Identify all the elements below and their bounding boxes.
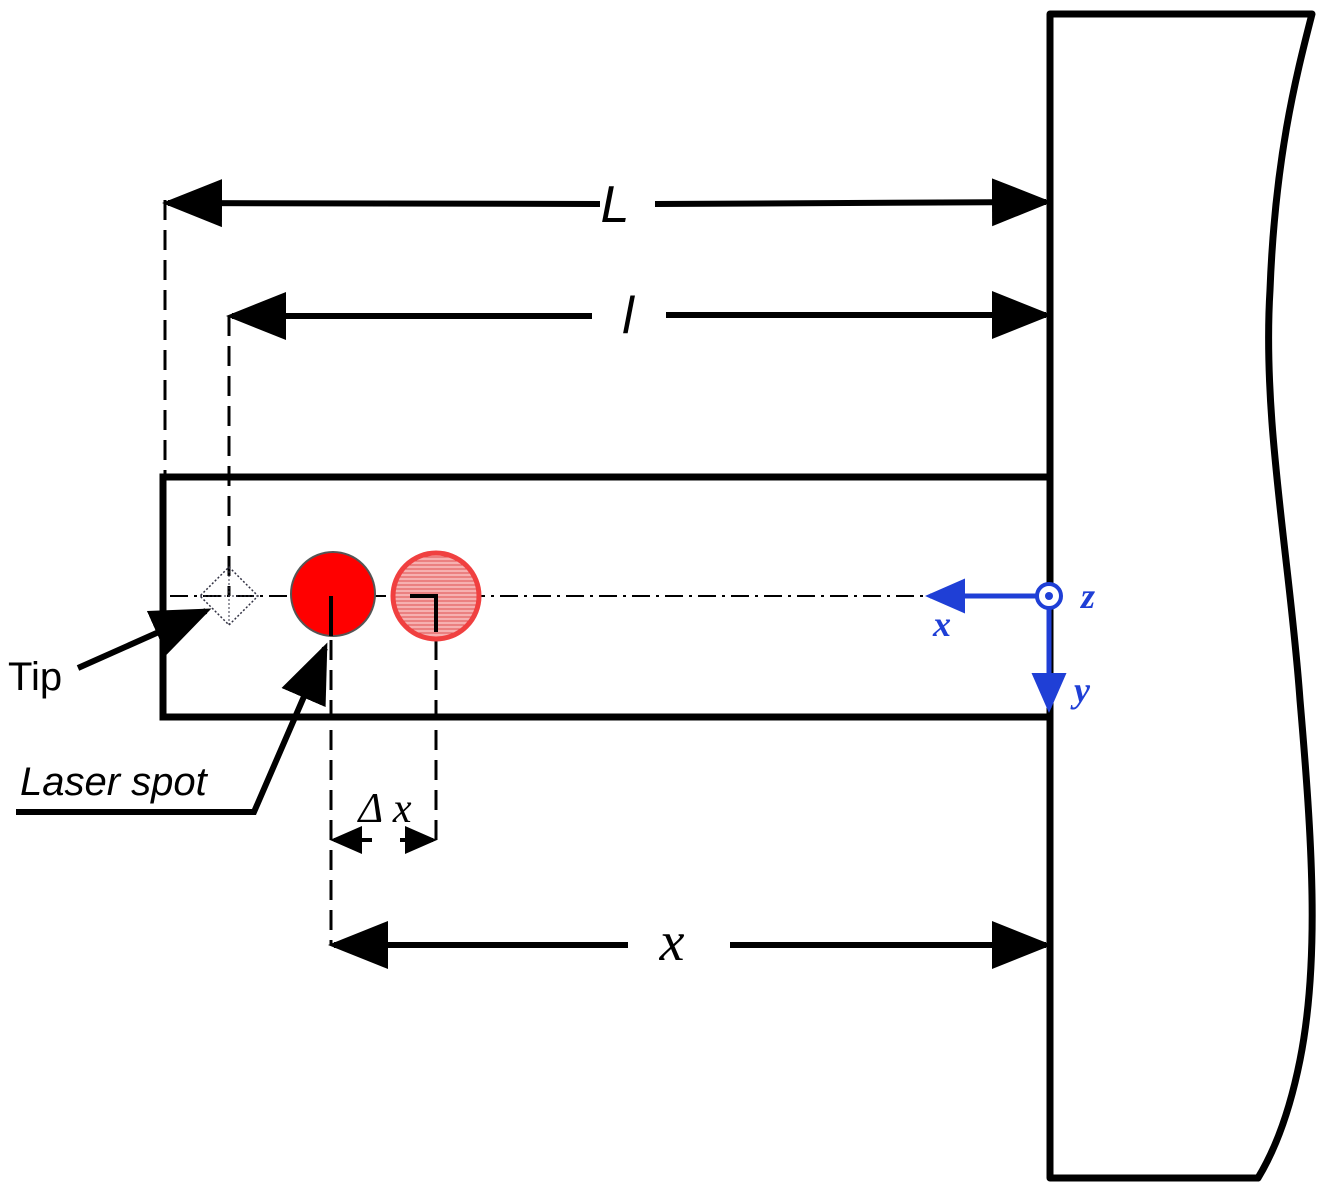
dimension-L-left [162, 179, 601, 228]
label-l: l [622, 287, 635, 345]
z-axis-dot [1045, 592, 1053, 600]
tip-marker [198, 565, 260, 627]
base-support [1046, 10, 1316, 1182]
label-axis-z: z [1079, 576, 1095, 616]
laser-spot-shifted-mark [410, 594, 438, 632]
label-L: L [601, 176, 630, 234]
label-tip: Tip [8, 655, 62, 699]
tip-leader [76, 608, 212, 671]
laser-spot-leader [16, 642, 328, 815]
label-laser-spot: Laser spot [20, 760, 209, 804]
coordinate-system: x y z [925, 576, 1095, 713]
label-axis-x: x [932, 604, 951, 644]
dimension-L-right [654, 178, 1052, 227]
label-x-dimension: x [659, 911, 685, 973]
label-axis-y: y [1070, 670, 1091, 710]
label-delta-x: Δ x [356, 786, 411, 832]
